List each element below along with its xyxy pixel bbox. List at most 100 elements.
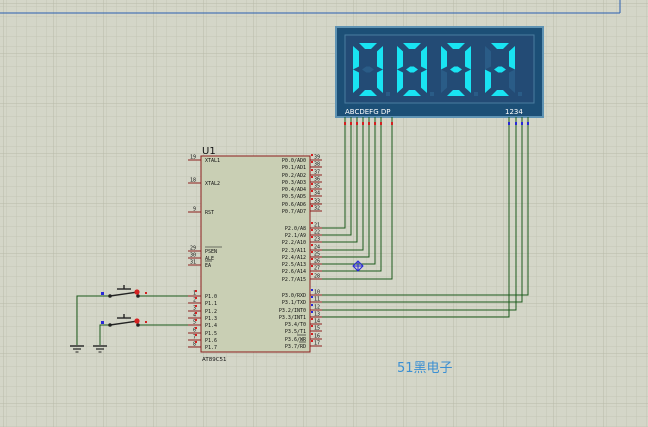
pin-number: 22 <box>314 230 320 236</box>
chip-pin-p1-4[interactable]: 5P1.4 <box>188 319 217 329</box>
segment-b <box>421 46 427 70</box>
pin-label: XTAL2 <box>205 181 220 187</box>
segment-d <box>403 90 421 96</box>
pin-number: 15 <box>314 326 320 332</box>
chip-body <box>200 155 311 353</box>
chip-pin-p1-1[interactable]: 2P1.1 <box>188 297 217 307</box>
pin-label: P0.6/AD6 <box>282 202 306 208</box>
pin-number: 25 <box>314 252 320 258</box>
button-p1-4[interactable] <box>101 314 147 327</box>
chip-pin-p1-6[interactable]: 7P1.6 <box>188 334 217 344</box>
pin-label: P2.7/A15 <box>282 277 306 283</box>
pin-label: P0.1/AD1 <box>282 165 306 171</box>
pin-number: 2 <box>193 298 196 304</box>
segment-pin-labels: ABCDEFG DP <box>345 108 390 116</box>
segment-f <box>397 46 403 70</box>
wires <box>76 120 529 345</box>
button-pin-indicator <box>101 321 104 324</box>
digit-pin-labels: 1234 <box>505 108 523 116</box>
chip-pin-p1-2[interactable]: 3P1.2 <box>188 305 217 315</box>
segment-d <box>447 90 465 96</box>
pin-number: 34 <box>314 191 320 197</box>
seven-segment-display[interactable]: ABCDEFG DP 1234 <box>335 26 544 125</box>
pin-number: 29 <box>190 246 196 252</box>
pin-label: P2.2/A10 <box>282 240 306 246</box>
pin-number: 4 <box>193 313 196 319</box>
chip-pin-p1-3[interactable]: 4P1.3 <box>188 312 217 322</box>
pin-number: 10 <box>314 290 320 296</box>
display-digit-2 <box>397 43 434 96</box>
segment-d <box>359 90 377 96</box>
probe-marker[interactable] <box>352 260 364 272</box>
pin-state-indicator <box>195 297 197 299</box>
pin-label: P3.0/RXD <box>282 293 306 299</box>
segment-f <box>485 46 491 70</box>
pin-label: P0.0/AD0 <box>282 158 306 164</box>
segment-b <box>509 46 515 70</box>
pin-label: P3.2/INT0 <box>279 308 306 314</box>
pin-number: 27 <box>314 266 320 272</box>
pin-number: 14 <box>314 319 320 325</box>
pin-number: 39 <box>314 155 320 161</box>
segment-e <box>485 69 491 93</box>
pin-state-indicator <box>311 198 313 200</box>
pin-number: 30 <box>190 253 196 259</box>
segment-c <box>421 69 427 93</box>
pin-state-indicator <box>311 311 313 313</box>
segment-c <box>509 69 515 93</box>
pin-number: 24 <box>314 245 320 251</box>
chip-pin-p1-7[interactable]: 8P1.7 <box>188 341 217 351</box>
button-state-dot <box>134 289 140 295</box>
segment-a <box>359 43 377 49</box>
pin-label: P1.6 <box>205 338 217 344</box>
mcu-u1[interactable]: U1 AT89C51 19XTAL118XTAL29RST29PSEN30ALE… <box>188 146 322 363</box>
pin-state-indicator <box>311 325 313 327</box>
chip-pin-p1-5[interactable]: 6P1.5 <box>188 327 217 337</box>
pin-label: P3.1/TXD <box>282 300 306 306</box>
segment-d <box>491 90 509 96</box>
segment-dp <box>474 92 478 96</box>
button-p1-0[interactable] <box>101 285 147 298</box>
chip-left-pins: 19XTAL118XTAL29RST29PSEN30ALE31EA1P1.02P… <box>188 155 222 351</box>
push-buttons[interactable] <box>101 285 147 327</box>
display-digit-4 <box>485 43 522 96</box>
pin-state-indicator <box>195 319 197 321</box>
chip-pin-p1-0[interactable]: 1P1.0 <box>188 290 217 300</box>
ground-symbols <box>70 345 107 353</box>
pin-label: P0.4/AD4 <box>282 187 306 193</box>
segment-e <box>441 69 447 93</box>
pin-label: P3.3/INT1 <box>279 315 306 321</box>
pin-number: 1 <box>193 291 196 297</box>
